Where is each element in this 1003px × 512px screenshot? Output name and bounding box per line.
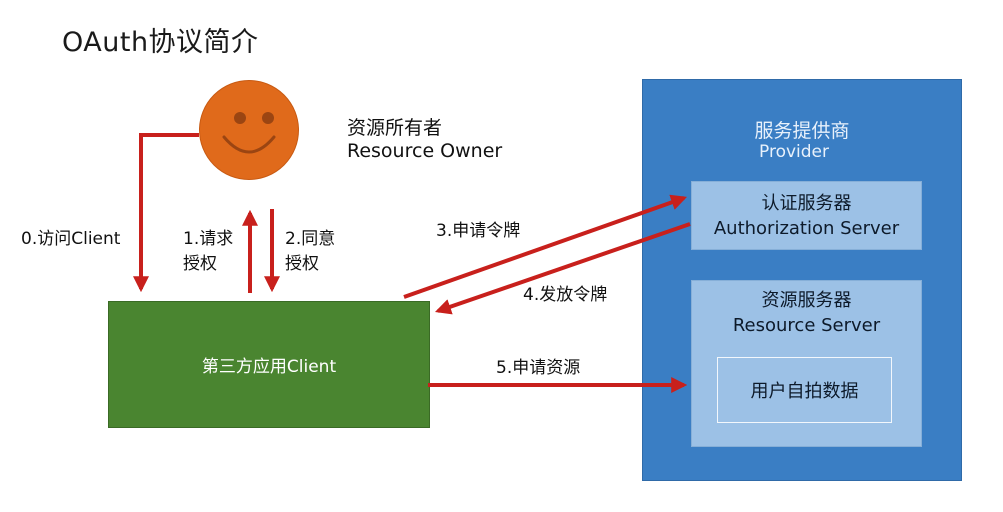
resource-server-label-en: Resource Server xyxy=(732,315,881,336)
auth-server-label-en: Authorization Server xyxy=(713,217,900,239)
client-label: 第三方应用Client xyxy=(201,357,337,377)
left-eye xyxy=(234,112,246,124)
step-5-label: 5.申请资源 xyxy=(496,358,581,378)
arrow-step-3 xyxy=(403,194,688,299)
arrow-step-4 xyxy=(434,222,691,315)
resource-owner-smiley-icon xyxy=(199,80,299,180)
step-1-label-line2: 授权 xyxy=(183,254,217,274)
step-3-label: 3.申请令牌 xyxy=(436,221,521,241)
auth-server-label-cn: 认证服务器 xyxy=(761,192,852,214)
resource-server-label-cn: 资源服务器 xyxy=(761,290,852,311)
resource-server-box: 资源服务器 Resource Server 用户自拍数据 xyxy=(691,280,922,447)
user-selfie-data-label: 用户自拍数据 xyxy=(750,381,859,402)
resource-owner-label-cn: 资源所有者 xyxy=(347,117,443,139)
page-title: OAuth协议简介 xyxy=(62,27,259,58)
step-4-label: 4.发放令牌 xyxy=(523,285,608,305)
step-2-label-line1: 2.同意 xyxy=(285,229,336,249)
third-party-client-box: 第三方应用Client xyxy=(108,301,430,428)
resource-owner-label-en: Resource Owner xyxy=(347,140,503,162)
resource-server-title: 资源服务器 Resource Server xyxy=(692,288,921,338)
step-1-label-line1: 1.请求 xyxy=(183,229,234,249)
authorization-server-box: 认证服务器 Authorization Server xyxy=(691,181,922,250)
right-eye xyxy=(262,112,274,124)
user-selfie-data-box: 用户自拍数据 xyxy=(717,357,892,423)
smile-mouth xyxy=(222,135,276,154)
provider-label-en: Provider xyxy=(759,142,829,162)
step-0-label: 0.访问Client xyxy=(21,229,121,249)
step-2-label-line2: 授权 xyxy=(285,254,319,274)
provider-label-cn: 服务提供商 xyxy=(754,120,850,142)
arrow-step-0 xyxy=(133,133,199,293)
provider-box: 服务提供商 Provider 认证服务器 Authorization Serve… xyxy=(642,79,962,481)
